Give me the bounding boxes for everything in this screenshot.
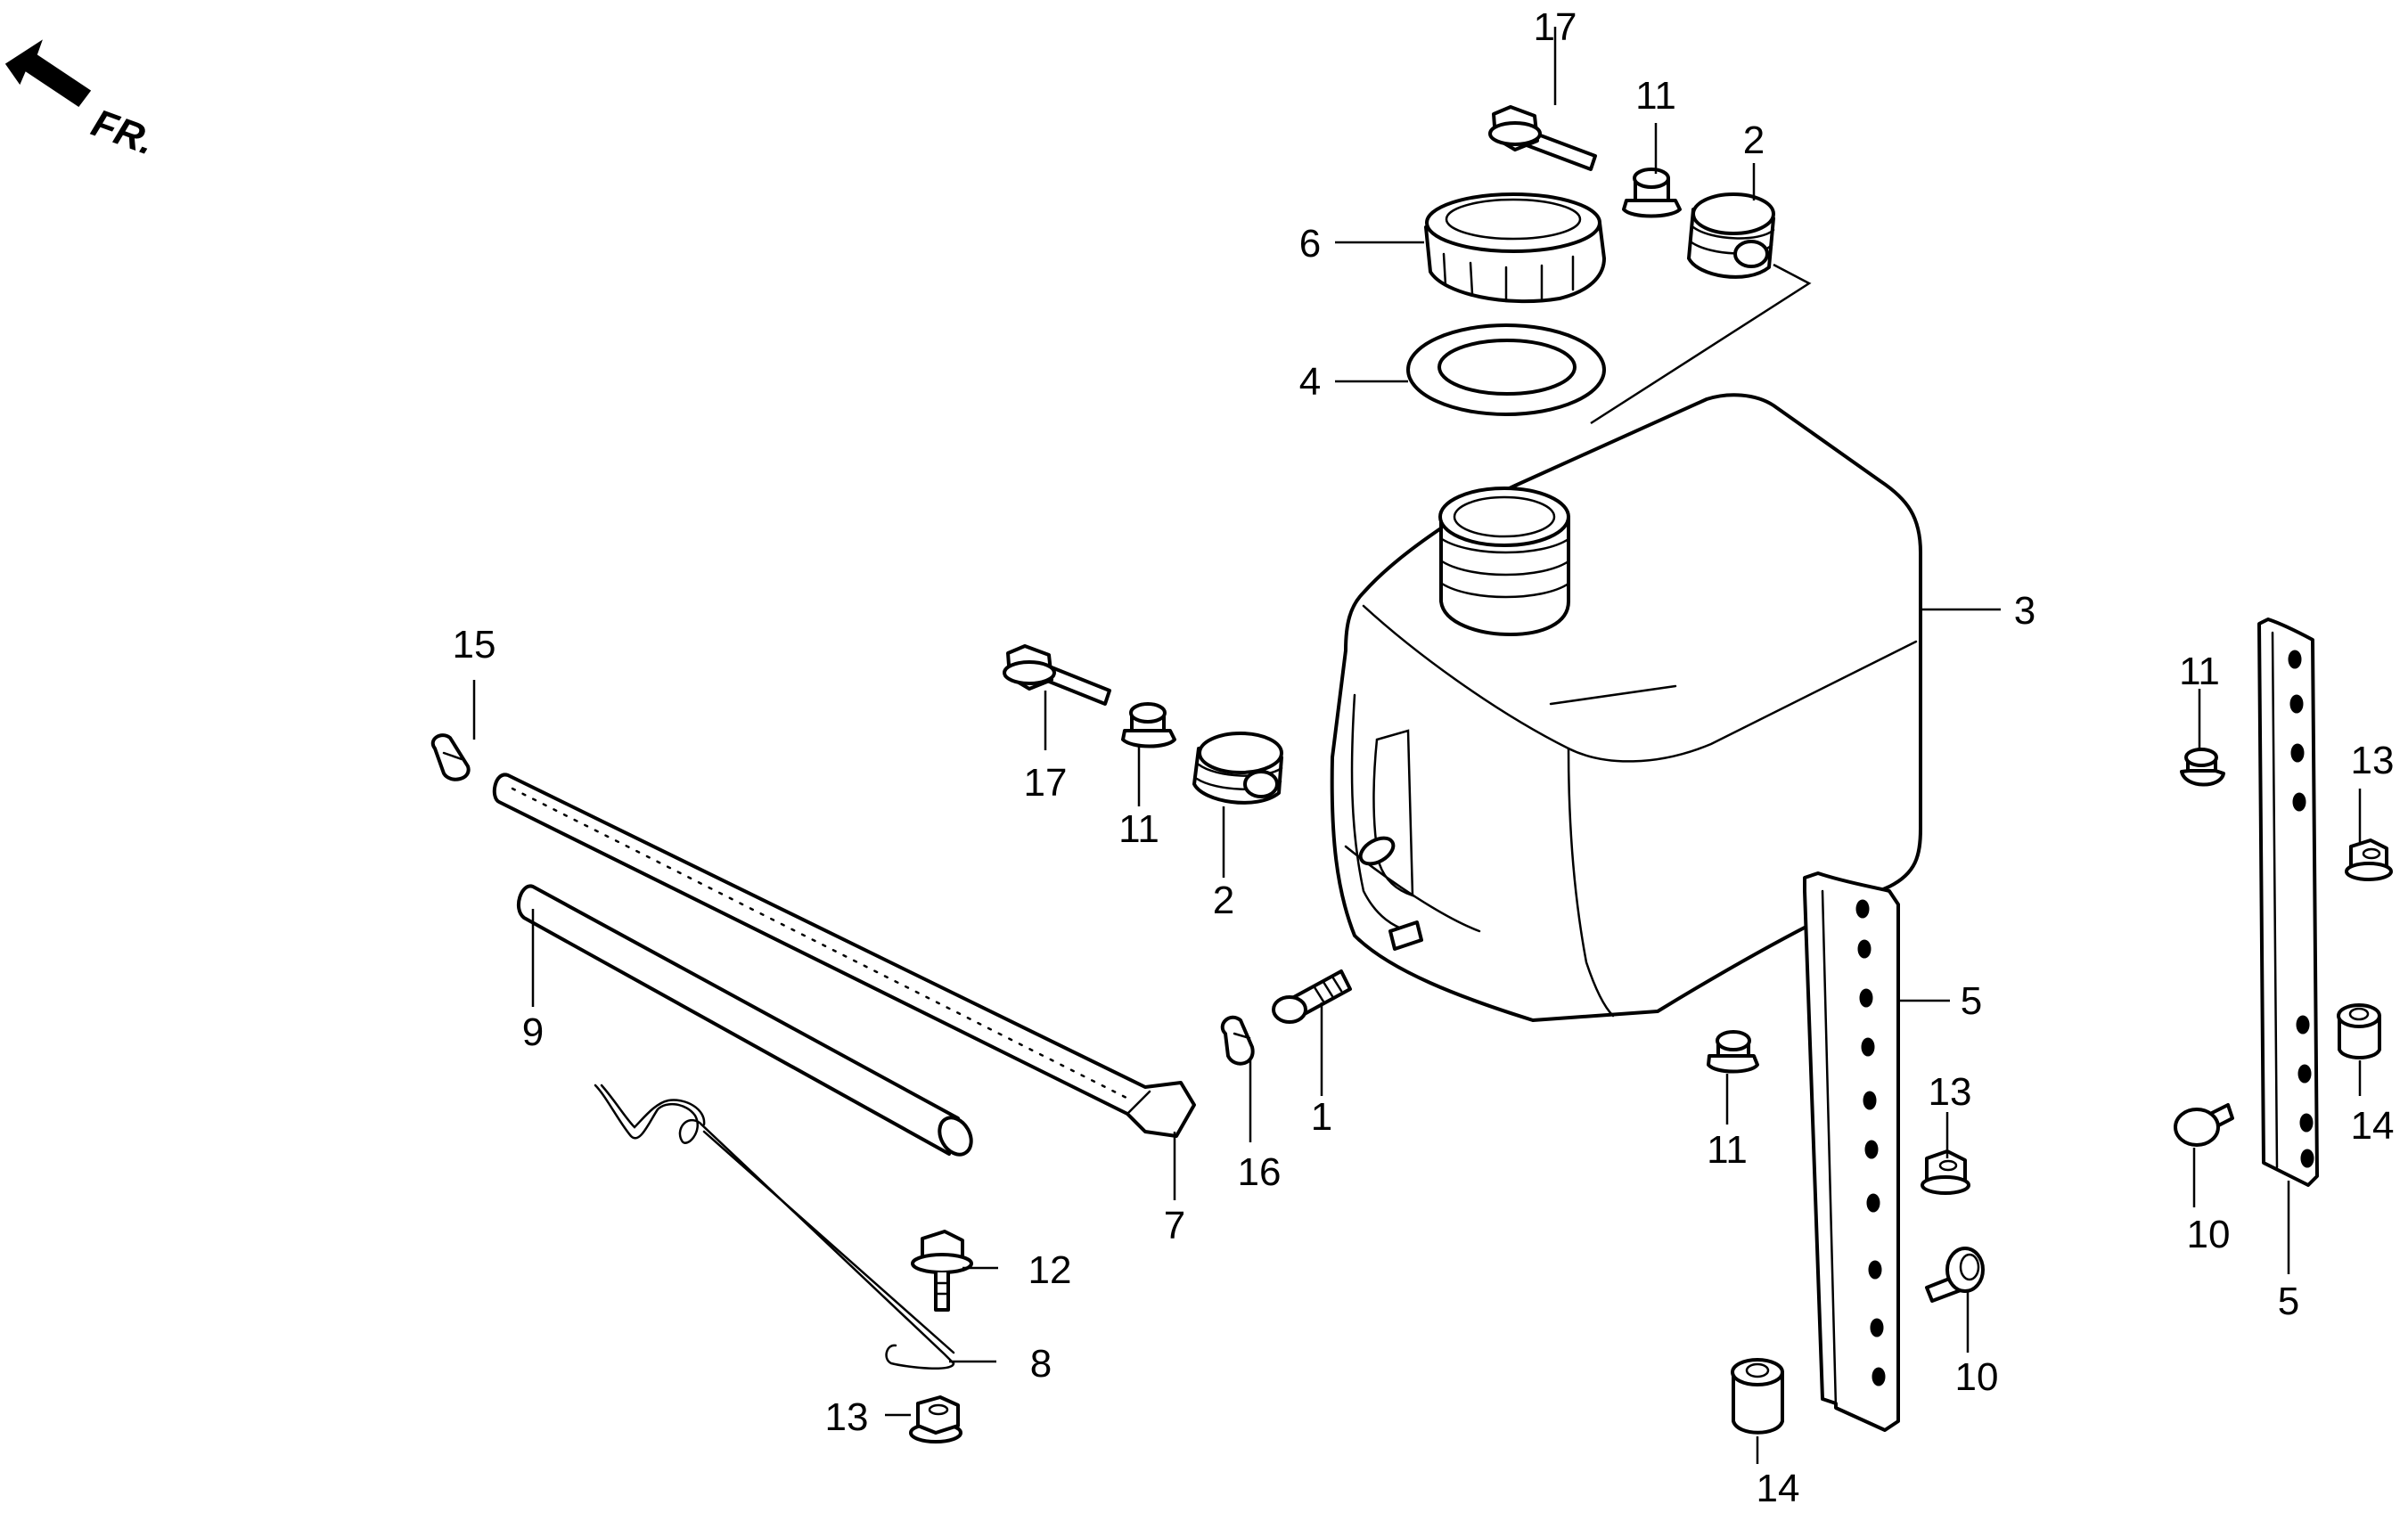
callout-16: 16 [1238,1150,1282,1194]
flange-bolt-top [1488,105,1597,171]
callout-9: 9 [522,1010,544,1054]
collar-top [1622,168,1682,218]
hose-clip-16 [1220,1015,1255,1066]
callout-15: 15 [453,623,496,667]
callout-17-top: 17 [1534,5,1577,49]
callout-10-bracket-right: 10 [2187,1213,2231,1256]
rubber-grommet-top [1687,192,1775,279]
callout-17-middle: 17 [1024,761,1068,805]
callout-11-top: 11 [1635,74,1676,118]
flange-bolt-middle [1003,644,1111,706]
flange-nut-bracket-right [2345,838,2393,881]
nut-bracket-middle [1731,1358,1784,1435]
callout-13-bracket-middle: 13 [1929,1070,1972,1114]
callout-2-top: 2 [1743,119,1765,162]
callout-5-right: 5 [2278,1280,2299,1323]
rubber-grommet-middle [1192,732,1283,805]
flange-bolt-12 [911,1230,973,1312]
callout-6: 6 [1299,222,1321,266]
cap-gasket [1406,323,1606,416]
flange-nut-bracket-middle [1921,1149,1970,1195]
callout-8: 8 [1030,1342,1052,1386]
fuel-cap [1424,192,1606,304]
bolt-bracket-middle [1925,1247,1985,1303]
breather-tube [517,884,973,1157]
callout-2-middle: 2 [1213,879,1234,922]
tank-bracket-middle [1803,871,1900,1432]
callout-11-bracket-middle: 11 [1707,1128,1748,1172]
front-direction-arrow: FR. [4,39,160,164]
callout-11-middle: 11 [1118,807,1159,851]
callout-13-bracket-right: 13 [2351,739,2395,782]
tank-bracket-right [2257,617,2319,1187]
fuel-joint [1272,969,1352,1024]
callout-7: 7 [1164,1204,1185,1247]
front-label: FR. [86,101,160,163]
collar-bracket-right [2180,748,2225,787]
tube-wire-clip [594,1084,955,1370]
hose-clip-15 [430,733,471,781]
callout-12: 12 [1028,1248,1072,1292]
fuel-tube [492,773,1196,1138]
callout-14-bracket-right: 14 [2351,1104,2395,1148]
callout-10-bracket-middle: 10 [1955,1355,1999,1399]
flange-nut-bottom [909,1395,962,1443]
callout-5-middle: 5 [1961,979,1982,1023]
callout-3: 3 [2014,589,2035,633]
bolt-bracket-right [2174,1103,2234,1147]
callout-labels: 17 11 2 6 4 3 15 17 11 2 9 1 16 7 12 8 1… [453,5,2395,1510]
nut-bracket-right [2337,1003,2381,1059]
callout-11-bracket-right: 11 [2179,650,2220,693]
collar-bracket-middle [1707,1030,1759,1074]
fuel-tank [1330,393,1922,1022]
leader-lines [472,27,2362,1464]
callout-1: 1 [1311,1095,1332,1139]
callout-13-bottom: 13 [825,1395,869,1439]
collar-middle [1121,702,1176,748]
callout-14-bracket-middle: 14 [1757,1467,1800,1510]
callout-4: 4 [1299,360,1321,404]
